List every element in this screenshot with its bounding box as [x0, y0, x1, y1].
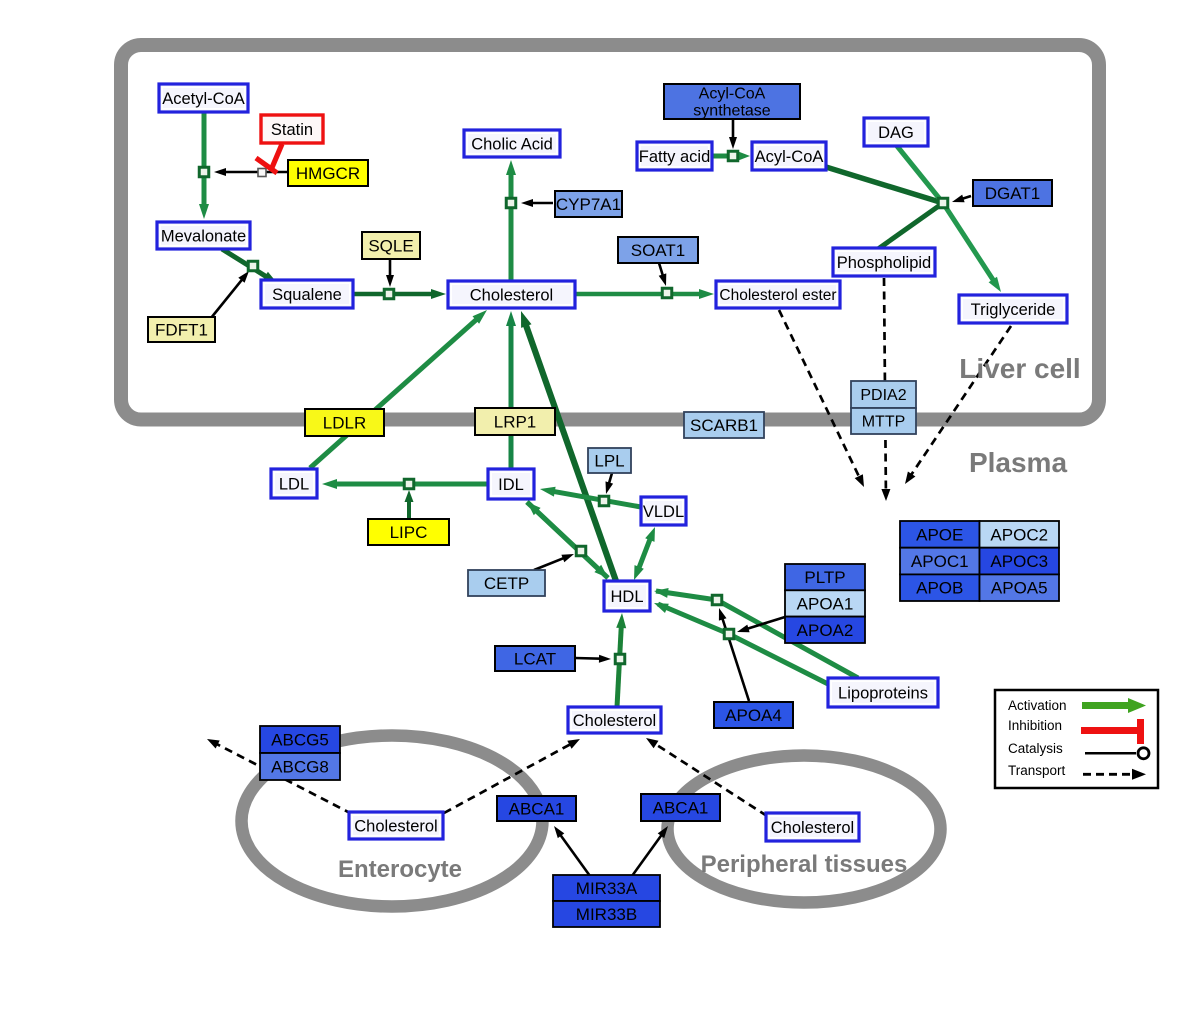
svg-text:LDL: LDL: [279, 475, 309, 493]
svg-text:APOB: APOB: [916, 579, 963, 598]
svg-text:DGAT1: DGAT1: [985, 184, 1040, 203]
svg-text:FDFT1: FDFT1: [155, 320, 208, 339]
svg-text:Phospholipid: Phospholipid: [837, 254, 932, 272]
svg-text:ABCA1: ABCA1: [653, 799, 709, 818]
svg-text:Squalene: Squalene: [272, 286, 342, 304]
svg-text:LPL: LPL: [594, 451, 624, 470]
svg-text:SOAT1: SOAT1: [631, 241, 685, 260]
svg-text:APOC1: APOC1: [911, 552, 969, 571]
svg-text:synthetase: synthetase: [693, 103, 770, 120]
svg-text:ABCG5: ABCG5: [271, 731, 329, 750]
svg-text:APOA1: APOA1: [797, 594, 854, 613]
svg-text:Cholesterol ester: Cholesterol ester: [719, 287, 836, 304]
svg-text:PDIA2: PDIA2: [860, 387, 906, 404]
svg-text:Cholic Acid: Cholic Acid: [471, 135, 553, 153]
svg-text:Triglyceride: Triglyceride: [971, 301, 1056, 319]
svg-text:HDL: HDL: [610, 588, 643, 606]
svg-text:Cholesterol: Cholesterol: [470, 286, 553, 304]
svg-text:Enterocyte: Enterocyte: [338, 856, 462, 883]
svg-text:Liver cell: Liver cell: [959, 353, 1080, 384]
svg-text:Acyl-CoA: Acyl-CoA: [699, 86, 766, 103]
svg-text:LRP1: LRP1: [494, 412, 537, 431]
svg-text:Cholesterol: Cholesterol: [771, 819, 854, 837]
svg-text:Peripheral tissues: Peripheral tissues: [701, 851, 908, 878]
svg-text:LIPC: LIPC: [390, 523, 428, 542]
svg-text:APOA5: APOA5: [991, 579, 1048, 598]
svg-text:Statin: Statin: [271, 121, 313, 139]
svg-text:Transport: Transport: [1008, 763, 1066, 778]
svg-text:CYP7A1: CYP7A1: [556, 195, 621, 214]
svg-text:APOC3: APOC3: [990, 552, 1048, 571]
svg-text:Plasma: Plasma: [969, 447, 1067, 478]
svg-text:MIR33B: MIR33B: [576, 905, 637, 924]
svg-text:PLTP: PLTP: [804, 568, 845, 587]
svg-text:Fatty acid: Fatty acid: [639, 148, 711, 166]
svg-text:LDLR: LDLR: [323, 413, 366, 432]
svg-text:MTTP: MTTP: [862, 414, 906, 431]
svg-text:IDL: IDL: [498, 476, 524, 494]
svg-text:MIR33A: MIR33A: [576, 879, 638, 898]
svg-text:ABCA1: ABCA1: [509, 800, 565, 819]
svg-text:Inhibition: Inhibition: [1008, 718, 1062, 733]
svg-text:ABCG8: ABCG8: [271, 758, 329, 777]
svg-text:Cholesterol: Cholesterol: [573, 712, 656, 730]
svg-text:Activation: Activation: [1008, 698, 1067, 713]
svg-text:APOA4: APOA4: [725, 706, 782, 725]
svg-text:Catalysis: Catalysis: [1008, 741, 1063, 756]
svg-text:CETP: CETP: [484, 574, 529, 593]
svg-text:DAG: DAG: [878, 124, 914, 142]
svg-text:Acetyl-CoA: Acetyl-CoA: [162, 90, 245, 108]
svg-text:Acyl-CoA: Acyl-CoA: [755, 148, 824, 166]
svg-text:SQLE: SQLE: [368, 236, 413, 255]
svg-text:APOC2: APOC2: [990, 525, 1048, 544]
svg-text:Cholesterol: Cholesterol: [354, 817, 437, 835]
svg-text:SCARB1: SCARB1: [690, 416, 758, 435]
svg-text:HMGCR: HMGCR: [296, 164, 360, 183]
svg-text:LCAT: LCAT: [514, 650, 556, 669]
svg-text:VLDL: VLDL: [643, 503, 684, 521]
svg-text:APOE: APOE: [916, 525, 963, 544]
svg-text:Lipoproteins: Lipoproteins: [838, 684, 928, 702]
svg-text:Mevalonate: Mevalonate: [161, 227, 246, 245]
svg-text:APOA2: APOA2: [797, 621, 854, 640]
